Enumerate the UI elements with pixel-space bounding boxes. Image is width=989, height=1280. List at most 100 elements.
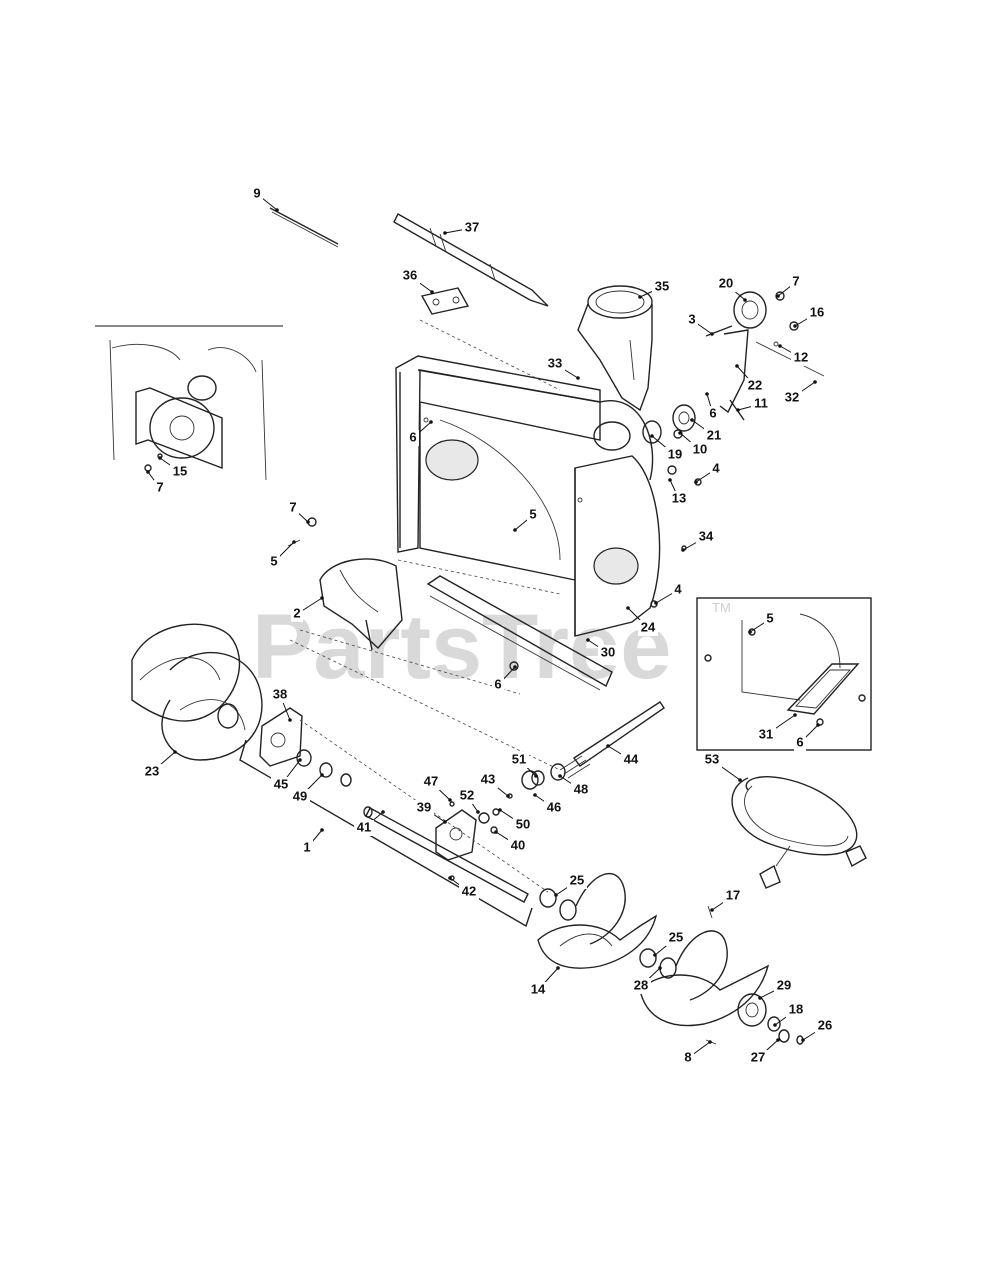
callout-label-bg (301, 840, 313, 856)
callout-number: 24 (641, 619, 656, 634)
callout-number: 42 (462, 883, 476, 898)
callout-c42: 42 (448, 876, 479, 900)
callout-leader-dot (275, 208, 279, 212)
callout-number: 23 (145, 763, 159, 778)
callout-label-bg (665, 447, 685, 463)
callout-leader-dot (654, 601, 658, 605)
callout-label-bg (142, 764, 162, 780)
callout-c7c: 7 (287, 499, 310, 524)
callout-label-bg (707, 406, 719, 422)
callout-leader-dot (738, 778, 742, 782)
callout-leader-dot (443, 820, 447, 824)
callout-number: 21 (707, 427, 721, 442)
callout-number: 5 (766, 610, 773, 625)
callout-leader-dot (710, 332, 714, 336)
callout-number: 46 (547, 799, 561, 814)
callout-label-bg (790, 274, 802, 290)
callout-c1: 1 (301, 828, 324, 856)
part-right-auger-outer (639, 905, 770, 1027)
callout-c48: 48 (558, 774, 591, 798)
callout-label-bg (774, 978, 794, 994)
callout-label-bg (527, 507, 539, 523)
callout-leader-dot (498, 808, 502, 812)
callout-c22: 22 (735, 364, 765, 394)
callout-c32: 32 (782, 380, 817, 406)
callout-leader-dot (381, 810, 385, 814)
callout-leader-dot (298, 758, 302, 762)
callout-number: 7 (289, 499, 296, 514)
callout-number: 43 (481, 771, 495, 786)
callout-c44: 44 (606, 744, 641, 768)
callout-number: 2 (293, 605, 300, 620)
callout-number: 26 (818, 1017, 832, 1032)
callout-label-bg (508, 838, 528, 854)
callout-number: 6 (709, 405, 716, 420)
callout-c29: 29 (758, 977, 794, 1000)
callout-leader-dot (320, 596, 324, 600)
callout-c6b: 6 (407, 420, 433, 446)
callout-number: 28 (634, 977, 648, 992)
callout-c16: 16 (793, 304, 827, 328)
callout-number: 14 (531, 981, 546, 996)
callout-number: 9 (253, 185, 260, 200)
callout-c8: 8 (682, 1040, 712, 1066)
callout-number: 8 (684, 1049, 691, 1064)
callout-leader-dot (173, 750, 177, 754)
callout-leader-dot (586, 638, 590, 642)
callout-label-bg (478, 772, 498, 788)
callout-label-bg (509, 752, 529, 768)
part-auger-shaft (363, 806, 529, 903)
callout-c25b: 25 (653, 929, 686, 957)
callout-number: 20 (719, 275, 733, 290)
callout-c4b: 4 (654, 581, 684, 605)
callout-c6a: 6 (705, 392, 719, 422)
callout-c2: 2 (291, 596, 324, 622)
callout-c6c: 6 (492, 665, 517, 693)
callout-label-bg (638, 620, 658, 636)
part-chute-base (577, 285, 653, 412)
part-right-auger-inner (537, 872, 658, 969)
callout-leader-dot (778, 344, 782, 348)
callout-label-bg (704, 428, 724, 444)
callout-label-bg (672, 582, 684, 598)
callout-leader-dot (429, 420, 433, 424)
callout-c10: 10 (678, 431, 710, 458)
callout-number: 19 (668, 446, 682, 461)
callout-label-bg (669, 491, 689, 507)
callout-leader-dot (638, 295, 642, 299)
callout-label-bg (291, 606, 303, 622)
callout-c39: 39 (414, 799, 447, 824)
callout-label-bg (745, 378, 765, 394)
callout-c35: 35 (638, 278, 672, 299)
callout-label-bg (528, 982, 548, 998)
callout-c26: 26 (801, 1017, 835, 1042)
callout-leader-dot (678, 431, 682, 435)
callout-number: 7 (792, 273, 799, 288)
callout-number: 17 (726, 887, 740, 902)
callout-number: 52 (460, 787, 474, 802)
callout-leader-dot (626, 606, 630, 610)
callout-c5b: 5 (268, 540, 296, 570)
callout-label-bg (571, 782, 591, 798)
callout-label-bg (710, 461, 722, 477)
callout-c5c: 5 (748, 610, 776, 634)
callout-label-bg (751, 396, 771, 412)
callout-number: 30 (601, 644, 615, 659)
callout-c7a: 7 (776, 273, 802, 298)
callout-leader-dot (743, 298, 747, 302)
callout-number: 6 (409, 429, 416, 444)
callout-leader-dot (748, 630, 752, 634)
callout-leader-dot (710, 908, 714, 912)
callout-leader-dot (758, 996, 762, 1000)
callout-c38: 38 (270, 686, 292, 722)
callout-label-bg (791, 350, 811, 366)
callout-label-bg (268, 554, 280, 570)
callout-label-bg (462, 220, 482, 236)
callout-c27: 27 (748, 1038, 780, 1066)
callout-c9: 9 (251, 185, 279, 212)
callout-c47: 47 (421, 773, 452, 802)
callout-label-bg (421, 774, 441, 790)
callout-leader-dot (146, 470, 150, 474)
part-electric-cord (731, 776, 867, 889)
callout-leader-dot (306, 520, 310, 524)
